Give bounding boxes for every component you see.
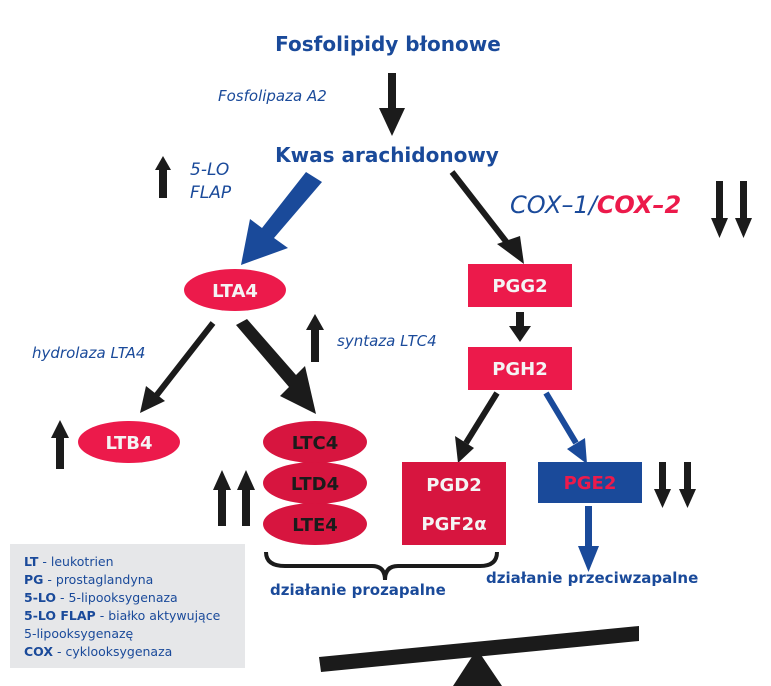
- cox2-label: COX–2: [597, 191, 681, 219]
- legend-item: 5-LO FLAP - białko aktywujące: [24, 608, 220, 623]
- node-lta4: LTA4: [184, 269, 286, 311]
- ltc4-label: LTC4: [292, 433, 339, 454]
- membrane-phospholipids-label: Fosfolipidy błonowe: [275, 32, 501, 56]
- lta4-label: LTA4: [212, 281, 258, 302]
- node-ltd4: LTD4: [263, 462, 367, 504]
- legend-abbr: PG: [24, 572, 44, 587]
- legend-desc: - leukotrien: [38, 554, 114, 569]
- enzyme-ltc4-synthase-label: syntaza LTC4: [337, 332, 437, 350]
- balance-seesaw-icon: [319, 626, 639, 686]
- legend-box: LT - leukotrien PG - prostaglandyna 5-LO…: [10, 544, 245, 668]
- double-down-arrow-icon: [654, 462, 696, 508]
- arrow-aa-to-pgg2: [449, 170, 524, 264]
- legend-abbr: COX: [24, 644, 53, 659]
- node-pge2: PGE2: [538, 462, 642, 503]
- legend-item: COX - cyklooksygenaza: [24, 644, 172, 659]
- up-arrow-icon: [51, 420, 69, 469]
- double-down-arrow-icon: [711, 181, 752, 238]
- effect-pro-inflammatory-label: działanie prozapalne: [270, 581, 446, 599]
- pgf2a-label: PGF2α: [421, 514, 486, 535]
- node-pgh2: PGH2: [468, 347, 572, 390]
- arrow-lta4-to-ltb4: [140, 321, 216, 413]
- node-pgd2-pgf2a: PGD2 PGF2α: [402, 462, 506, 545]
- pge2-label: PGE2: [564, 473, 617, 494]
- legend-item: LT - leukotrien: [24, 554, 114, 569]
- up-arrow-icon: [155, 156, 171, 198]
- arachidonic-acid-label: Kwas arachidonowy: [275, 143, 499, 167]
- legend-item: 5-lipooksygenazę: [24, 626, 133, 641]
- cox1-label: COX–1/: [510, 191, 600, 219]
- legend-abbr: 5-LO: [24, 590, 57, 605]
- effect-anti-inflammatory-label: działanie przeciwzapalne: [486, 569, 698, 587]
- up-arrow-icon: [306, 314, 324, 362]
- enzyme-5lo-label: 5-LO: [190, 160, 229, 180]
- lte4-label: LTE4: [292, 515, 338, 536]
- enzyme-pla2-label: Fosfolipaza A2: [218, 87, 327, 105]
- brace-pro-inflammatory: [264, 551, 499, 581]
- arrow-lta4-to-ltc4: [236, 319, 316, 414]
- arrow-aa-to-lta4: [241, 172, 322, 265]
- node-lte4: LTE4: [263, 503, 367, 545]
- double-up-arrow-icon: [213, 470, 255, 526]
- pgg2-label: PGG2: [492, 276, 547, 297]
- enzyme-flap-label: FLAP: [190, 183, 232, 203]
- node-ltb4: LTB4: [78, 421, 180, 463]
- legend-abbr: LT: [24, 554, 39, 569]
- arrow-pgg2-to-pgh2: [509, 312, 531, 342]
- pgh2-label: PGH2: [492, 359, 548, 380]
- arrow-phospholipids-to-aa: [379, 73, 405, 136]
- legend-item: PG - prostaglandyna: [24, 572, 153, 587]
- pgd2-label: PGD2: [426, 475, 481, 496]
- legend-desc: - 5-lipooksygenaza: [56, 590, 178, 605]
- node-pgg2: PGG2: [468, 264, 572, 307]
- legend-abbr: 5-LO FLAP: [24, 608, 96, 623]
- legend-item: 5-LO - 5-lipooksygenaza: [24, 590, 178, 605]
- arrow-pgh2-to-pgd2: [455, 391, 500, 463]
- legend-desc: - cyklooksygenaza: [53, 644, 173, 659]
- legend-desc: - białko aktywujące: [95, 608, 221, 623]
- node-ltc4: LTC4: [263, 421, 367, 463]
- legend-desc: 5-lipooksygenazę: [24, 626, 134, 641]
- legend-desc: - prostaglandyna: [43, 572, 154, 587]
- arrow-pgh2-to-pge2: [543, 391, 587, 464]
- cox-label: COX–1/COX–2: [510, 191, 681, 219]
- ltd4-label: LTD4: [291, 474, 339, 495]
- ltb4-label: LTB4: [105, 433, 152, 454]
- enzyme-lta4-hydrolase-label: hydrolaza LTA4: [32, 344, 145, 362]
- arrow-pge2-to-anti-inflammatory: [578, 506, 599, 572]
